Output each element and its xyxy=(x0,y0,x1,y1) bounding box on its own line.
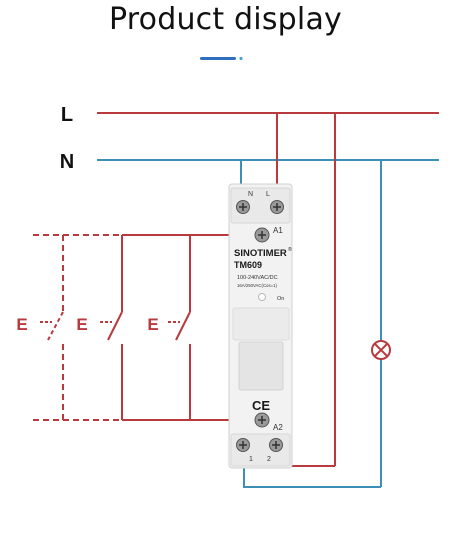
switch-1-label: E xyxy=(16,315,27,334)
switch-3 xyxy=(168,235,191,420)
title-accent-bar xyxy=(200,57,236,60)
brand-name: SINOTIMER xyxy=(234,248,287,259)
contact-rating: 16A/250VAC(Cos=1) xyxy=(237,283,277,288)
indicator-led xyxy=(258,293,266,301)
title-accent-dot xyxy=(239,56,243,61)
relay-device: N L A1 SINOTIMER ® TM609 100-240VAC/DC 1… xyxy=(228,183,293,469)
front-window xyxy=(232,307,290,341)
front-panel-inner xyxy=(238,341,284,391)
live-line-label: L xyxy=(61,104,73,126)
page-title: Product display xyxy=(109,2,342,37)
switch-2 xyxy=(100,235,123,420)
terminal-a1-label: A1 xyxy=(273,226,283,235)
neutral-line-label: N xyxy=(60,151,74,173)
model-name: TM609 xyxy=(234,260,262,270)
switch-3-label: E xyxy=(147,315,158,334)
switch-2-label: E xyxy=(76,315,87,334)
terminal-l-label: L xyxy=(266,191,270,198)
indicator-label: On xyxy=(277,296,284,302)
brand-mark: ® xyxy=(288,246,292,253)
top-terminal-block xyxy=(230,187,291,224)
terminal-1-label: 1 xyxy=(249,456,253,463)
ce-mark: CE xyxy=(252,398,270,413)
terminal-n-label: N xyxy=(248,191,253,198)
switch-1 xyxy=(40,235,64,420)
terminal-a2-label: A2 xyxy=(273,423,283,432)
lamp-cross-b xyxy=(374,343,388,357)
voltage-rating: 100-240VAC/DC xyxy=(237,275,278,281)
terminal-2-label: 2 xyxy=(267,456,271,463)
